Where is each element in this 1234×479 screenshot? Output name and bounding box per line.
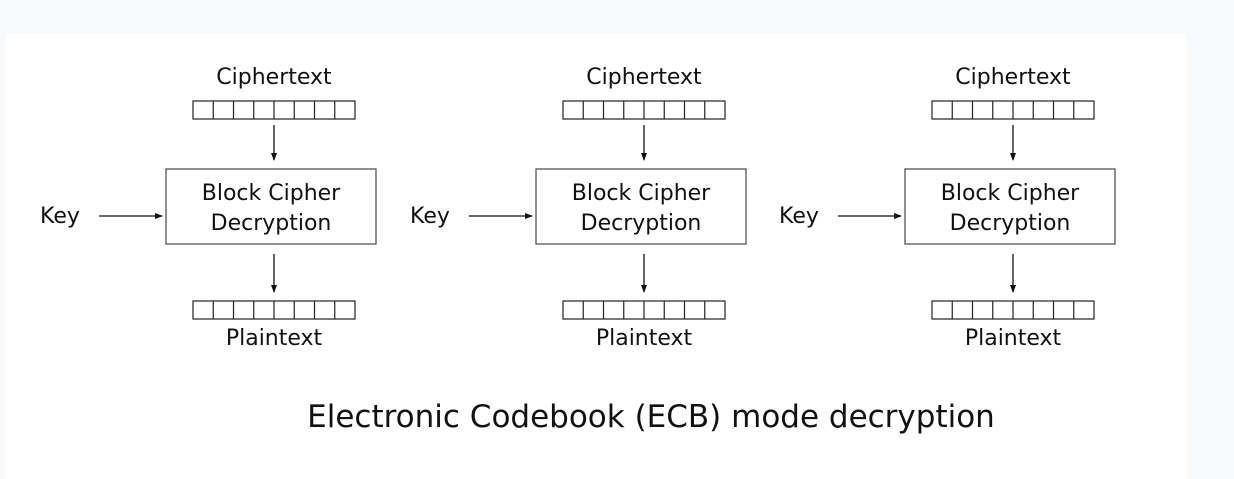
- plaintext-label: Plaintext: [596, 326, 693, 351]
- ciphertext-label: Ciphertext: [216, 65, 332, 90]
- cipher-label-line2: Decryption: [581, 211, 702, 236]
- plaintext-label: Plaintext: [226, 326, 323, 351]
- cipher-label-line2: Decryption: [950, 211, 1071, 236]
- key-label: Key: [40, 204, 80, 229]
- block-cipher-decryption-box: [535, 168, 747, 245]
- key-label: Key: [410, 204, 450, 229]
- diagram-caption: Electronic Codebook (ECB) mode decryptio…: [307, 399, 995, 435]
- block-cipher-decryption-box: [904, 168, 1116, 245]
- cipher-label-line1: Block Cipher: [941, 181, 1080, 206]
- plaintext-blocks: [562, 300, 726, 320]
- ciphertext-blocks: [562, 100, 726, 120]
- plaintext-label: Plaintext: [965, 326, 1062, 351]
- ciphertext-label: Ciphertext: [586, 65, 702, 90]
- plaintext-blocks: [192, 300, 356, 320]
- block-cipher-decryption-box: [165, 168, 377, 245]
- cipher-label-line1: Block Cipher: [202, 181, 341, 206]
- ciphertext-blocks: [192, 100, 356, 120]
- cipher-label-line2: Decryption: [211, 211, 332, 236]
- plaintext-blocks: [931, 300, 1095, 320]
- ciphertext-blocks: [931, 100, 1095, 120]
- cipher-label-line1: Block Cipher: [572, 181, 711, 206]
- ciphertext-label: Ciphertext: [955, 65, 1071, 90]
- key-label: Key: [779, 204, 819, 229]
